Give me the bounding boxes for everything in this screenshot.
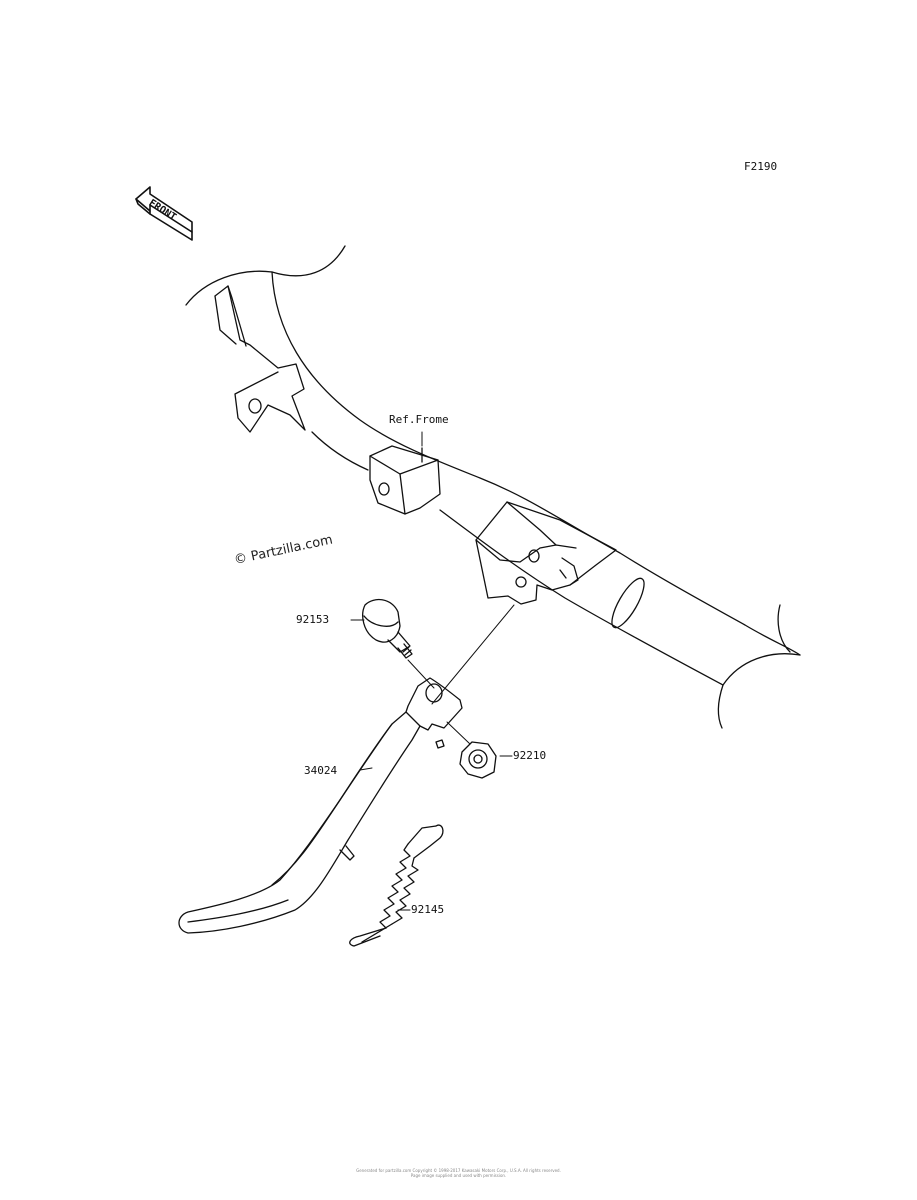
callout-92145: 92145: [411, 903, 445, 916]
side-stand-34024: [178, 677, 463, 934]
ref-frame-label: Ref.Frome: [389, 413, 449, 426]
leader-lines: [350, 431, 515, 911]
diagram-code: F2190: [744, 160, 778, 173]
callout-34024: 34024: [304, 764, 338, 777]
spring-92145: [349, 824, 444, 947]
upper-bracket: [214, 285, 306, 433]
callout-92153: 92153: [296, 613, 330, 626]
nut-92210: [459, 741, 497, 779]
footer-line-1: Generated for partzilla.com Copyright © …: [356, 1168, 561, 1173]
bolt-92153: [362, 598, 413, 659]
footer-line-2: Page image supplied and used with permis…: [410, 1173, 507, 1178]
stand-bracket: [475, 501, 617, 605]
front-arrow-icon: FRONT: [135, 186, 193, 241]
callout-92210: 92210: [513, 749, 547, 762]
frame-tube: [185, 245, 801, 729]
frame-block: [369, 445, 441, 515]
copyright-footer: Generated for partzilla.com Copyright © …: [0, 1168, 917, 1178]
